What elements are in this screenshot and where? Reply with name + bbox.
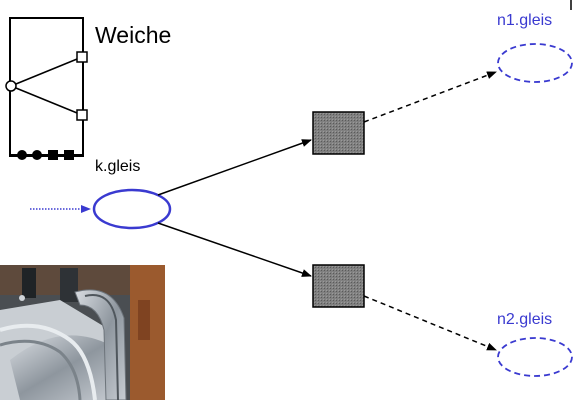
switch-symbol-branch-lower bbox=[10, 85, 83, 116]
place-n2-gleis-label: n2.gleis bbox=[497, 311, 553, 328]
track-switch-photo bbox=[0, 265, 165, 401]
switch-component-symbol bbox=[5, 17, 88, 160]
place-n1-gleis-label: n1.gleis bbox=[497, 12, 553, 29]
switch-symbol-branch-upper bbox=[10, 56, 83, 87]
arc-place-to-transition-2 bbox=[157, 222, 312, 277]
arc-place-to-transition-1 bbox=[157, 139, 312, 196]
switch-symbol-square-1 bbox=[48, 150, 58, 160]
transition-2 bbox=[312, 264, 365, 308]
place-k-gleis bbox=[92, 188, 172, 230]
switch-symbol-input-port bbox=[5, 80, 17, 92]
arc-transition-2-to-n2 bbox=[363, 295, 497, 351]
switch-symbol-dot-2 bbox=[32, 150, 42, 160]
place-n2-gleis bbox=[497, 337, 573, 377]
transition-1 bbox=[312, 111, 365, 155]
switch-symbol-output-port-1 bbox=[76, 51, 88, 63]
switch-symbol-frame bbox=[9, 17, 84, 157]
switch-symbol-output-port-2 bbox=[76, 109, 88, 121]
place-n1-gleis bbox=[497, 43, 573, 83]
switch-symbol-dot-1 bbox=[17, 150, 27, 160]
switch-component-label: Weiche bbox=[95, 22, 172, 48]
switch-symbol-square-2 bbox=[64, 150, 74, 160]
arc-transition-1-to-n1 bbox=[363, 71, 497, 123]
place-k-gleis-label: k.gleis bbox=[95, 158, 141, 175]
